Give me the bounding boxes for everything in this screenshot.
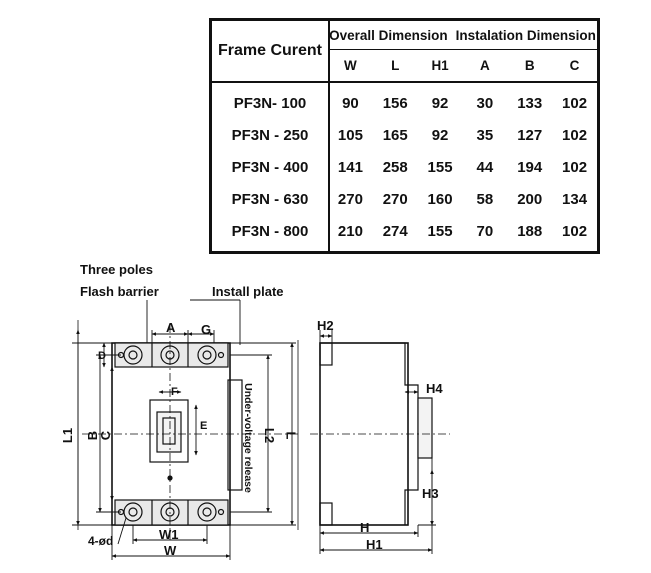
model-cell: PF3N- 100 xyxy=(233,94,307,112)
value-cell: 188 xyxy=(517,222,543,240)
value-cell: 30 xyxy=(476,94,494,112)
value-cell: 102 xyxy=(562,94,588,112)
column-divider xyxy=(328,81,330,251)
value-cell: 58 xyxy=(476,190,494,208)
value-cell: 194 xyxy=(517,158,543,176)
value-cell: 258 xyxy=(382,158,408,176)
value-cell: 133 xyxy=(517,94,543,112)
col-header: A xyxy=(480,57,490,73)
table-row: PF3N - 250 105 165 92 35 127 102 xyxy=(212,119,597,151)
value-cell: 105 xyxy=(337,126,363,144)
table-row: PF3N- 100 90 156 92 30 133 102 xyxy=(212,87,597,119)
value-cell: 102 xyxy=(562,222,588,240)
undervoltage-release-label: Under-voltage release xyxy=(241,383,254,493)
dimension-label-l1: L1 xyxy=(60,427,76,444)
value-cell: 127 xyxy=(517,126,543,144)
operating-handle xyxy=(156,411,182,453)
value-cell: 70 xyxy=(476,222,494,240)
dimension-label-a: A xyxy=(166,320,176,335)
undervoltage-module xyxy=(227,379,243,491)
dimension-label-h: H xyxy=(360,520,370,535)
value-cell: 210 xyxy=(337,222,363,240)
column-headers: W L H1 A B C xyxy=(328,49,597,81)
value-cell: 35 xyxy=(476,126,494,144)
value-cell: 155 xyxy=(427,158,453,176)
value-cell: 134 xyxy=(562,190,588,208)
value-cell: 165 xyxy=(382,126,408,144)
value-cell: 274 xyxy=(382,222,408,240)
dimension-label-g: G xyxy=(201,322,212,337)
dimension-label-h2: H2 xyxy=(317,318,334,333)
dimension-label-h1: H1 xyxy=(366,537,383,552)
top-terminal-block xyxy=(114,342,229,368)
dimension-label-w: W xyxy=(164,543,177,558)
value-cell: 270 xyxy=(337,190,363,208)
dimension-label-h3: H3 xyxy=(422,486,439,501)
table-body: PF3N- 100 90 156 92 30 133 102 PF3N - 25… xyxy=(212,87,597,247)
table-row: PF3N - 400 141 258 155 44 194 102 xyxy=(212,151,597,183)
dimension-group-header: Overall Dimension Instalation Dimension xyxy=(328,21,597,50)
value-cell: 160 xyxy=(427,190,453,208)
col-header: B xyxy=(524,57,535,73)
three-poles-label: Three poles xyxy=(80,262,153,277)
dimension-label-w1: W1 xyxy=(159,527,179,542)
dimension-label-l2: L2 xyxy=(262,427,278,444)
value-cell: 92 xyxy=(431,94,449,112)
col-header: C xyxy=(569,57,580,73)
model-cell: PF3N - 400 xyxy=(231,158,309,176)
dimension-label-f: F xyxy=(171,386,178,398)
header-divider xyxy=(212,81,597,83)
col-header: H1 xyxy=(431,57,449,73)
value-cell: 102 xyxy=(562,126,588,144)
value-cell: 270 xyxy=(382,190,408,208)
value-cell: 44 xyxy=(476,158,494,176)
dimension-table: Frame Curent Overall Dimension Instalati… xyxy=(209,18,600,254)
front-dimensions xyxy=(72,299,296,560)
value-cell: 141 xyxy=(337,158,363,176)
value-cell: 155 xyxy=(427,222,453,240)
handle-window xyxy=(149,399,189,463)
value-cell: 156 xyxy=(382,94,408,112)
dimension-label-l: L xyxy=(283,431,299,440)
mounting-holes-label: 4-ød xyxy=(88,534,114,548)
col-header: L xyxy=(391,57,400,73)
value-cell: 200 xyxy=(517,190,543,208)
cover-profile xyxy=(380,342,419,525)
model-cell: PF3N - 630 xyxy=(231,190,309,208)
dimension-label-d: D xyxy=(98,350,106,362)
table-row: PF3N - 800 210 274 155 70 188 102 xyxy=(212,215,597,247)
handle-profile xyxy=(417,397,433,459)
dimension-label-h4: H4 xyxy=(426,381,443,396)
value-cell: 102 xyxy=(562,158,588,176)
dimension-label-c: C xyxy=(98,430,114,441)
side-dimensions xyxy=(319,330,436,554)
frame-current-header: Frame Curent xyxy=(212,21,330,81)
dimension-label-e: E xyxy=(200,420,208,432)
value-cell: 90 xyxy=(342,94,359,112)
installation-dimension-header: Instalation Dimension xyxy=(455,27,596,43)
overall-dimension-header: Overall Dimension xyxy=(329,27,448,43)
model-cell: PF3N - 250 xyxy=(231,126,309,144)
table-row: PF3N - 630 270 270 160 58 200 134 xyxy=(212,183,597,215)
side-view xyxy=(310,342,450,526)
model-cell: PF3N - 800 xyxy=(231,222,309,240)
flash-barrier-label: Flash barrier xyxy=(80,284,159,299)
value-cell: 92 xyxy=(431,126,449,144)
col-header: W xyxy=(344,57,357,73)
install-plate-label: Install plate xyxy=(212,284,284,299)
